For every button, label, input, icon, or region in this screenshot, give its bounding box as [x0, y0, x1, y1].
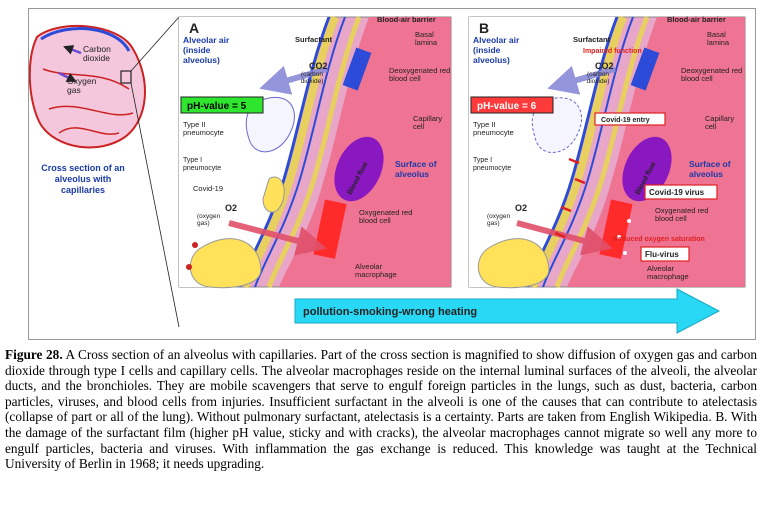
- caption-text: A Cross section of an alveolus with capi…: [5, 347, 757, 472]
- a-ph-box: [180, 96, 264, 114]
- a-deoxygenated: Deoxygenated red blood cell: [389, 67, 451, 83]
- panel-a-letter: A: [189, 20, 199, 36]
- oxygen-gas-text: Oxygen gas: [67, 77, 97, 95]
- arrow-label: pollution-smoking-wrong heating: [303, 306, 477, 318]
- a-blood-air-barrier: Blood-air barrier: [377, 15, 436, 24]
- macrophage-shape-a: [189, 238, 262, 289]
- cross-section-title: Cross section of an alveolus with capill…: [41, 163, 125, 195]
- figure-caption: Figure 28. A Cross section of an alveolu…: [5, 347, 757, 472]
- blood-flow-cell: [334, 136, 384, 202]
- carbon-dioxide-text: Carbon dioxide: [83, 45, 111, 63]
- b-type1: Type I pneumocyte: [473, 157, 512, 172]
- panel-b-letter: B: [479, 20, 489, 36]
- panel-b: [468, 15, 746, 289]
- a-o2: O2: [225, 203, 237, 213]
- b-co2: CO2: [595, 61, 614, 71]
- b-basal-lamina: Basal lamina: [707, 31, 730, 47]
- b-ph-box: [470, 96, 554, 114]
- a-oxygenated: Oxygenated red blood cell: [359, 209, 413, 225]
- b-ph-value: pH-value = 6: [477, 101, 537, 112]
- panel-a: [178, 15, 452, 289]
- b-capillary-cell: Capillary cell: [705, 115, 735, 131]
- b-covid-entry-box: [594, 112, 666, 126]
- b-o2: O2: [515, 203, 527, 213]
- b-flu-box: [640, 246, 690, 262]
- deoxygenated-cell: [342, 47, 372, 91]
- a-capillary-cell: Capillary cell: [413, 115, 443, 131]
- b-surface: Surface of alveolus: [689, 159, 731, 179]
- b-covid-virus: Covid-19 virus: [649, 188, 705, 197]
- b-alveolar-air: Alveolar air (inside alveolus): [473, 35, 520, 65]
- a-type2: Type II pneumocyte: [183, 121, 224, 137]
- b-co2-sub: (carbon dioxide): [586, 71, 610, 85]
- a-o2-sub: (oxygen gas): [197, 213, 221, 227]
- a-covid19: Covid-19: [193, 184, 223, 193]
- a-type1: Type I pneumocyte: [183, 157, 222, 172]
- b-reduced: Reduced oxygen saturation: [613, 236, 705, 243]
- a-co2: CO2: [309, 61, 328, 71]
- b-oxygenated: Oxygenated red blood cell: [655, 207, 709, 223]
- b-flu: Flu-virus: [645, 250, 679, 259]
- a-surfactant: Surfactant: [295, 35, 333, 44]
- a-surface: Surface of alveolus: [395, 159, 437, 179]
- b-covid-entry: Covid-19 entry: [601, 117, 650, 124]
- b-type2: Type II pneumocyte: [473, 121, 514, 137]
- b-deoxygenated: Deoxygenated red blood cell: [681, 67, 743, 83]
- b-macrophage: Alveolar macrophage: [647, 265, 689, 281]
- a-ph-value: pH-value = 5: [187, 101, 247, 112]
- figure-illustration: Carbon dioxide Oxygen gas Cross section …: [29, 15, 746, 334]
- a-co2-sub: (carbon dioxide): [300, 71, 324, 85]
- b-blood-air-barrier: Blood-air barrier: [667, 15, 726, 24]
- a-macrophage: Alveolar macrophage: [355, 263, 397, 279]
- figure-panel: Carbon dioxide Oxygen gas Cross section …: [28, 8, 756, 340]
- b-surfactant: Surfactant: [573, 35, 611, 44]
- b-impaired: Impaired function: [583, 48, 642, 55]
- b-covid-virus-box: [644, 184, 718, 200]
- alveolus-cross-section: [29, 16, 180, 328]
- a-basal-lamina: Basal lamina: [415, 31, 438, 47]
- a-alveolar-air: Alveolar air (inside alveolus): [183, 35, 230, 65]
- b-o2-sub: (oxygen gas): [487, 213, 511, 227]
- progression-arrow: [294, 288, 721, 334]
- caption-label: Figure 28.: [5, 347, 63, 362]
